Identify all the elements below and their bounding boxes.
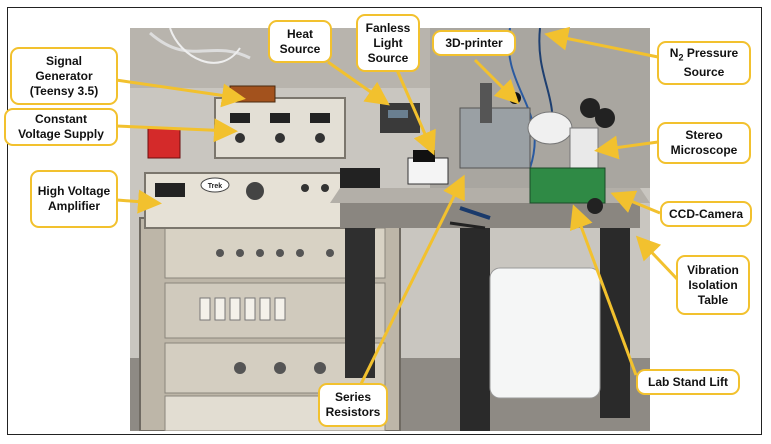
label-stereo-microscope: Stereo Microscope xyxy=(657,122,751,164)
label-series-resistors: Series Resistors xyxy=(318,383,388,427)
n2-subscript: 2 xyxy=(678,52,684,63)
label-signal-generator: Signal Generator (Teensy 3.5) xyxy=(10,47,118,105)
lab-setup-photo: Trek xyxy=(130,28,650,431)
n2-prefix: N xyxy=(669,45,679,60)
label-n2-pressure-source: N2 Pressure Source xyxy=(657,41,751,85)
n2-rest: Pressure Source xyxy=(683,45,739,80)
label-high-voltage-amplifier: High Voltage Amplifier xyxy=(30,170,118,228)
label-vibration-isolation-table: Vibration Isolation Table xyxy=(676,255,750,315)
trek-logo-text: Trek xyxy=(208,183,223,190)
label-fanless-light-source: Fanless Light Source xyxy=(356,14,420,72)
label-lab-stand-lift: Lab Stand Lift xyxy=(636,369,740,395)
n2-label-text: N2 Pressure Source xyxy=(670,46,738,80)
label-3d-printer: 3D-printer xyxy=(432,30,516,56)
label-constant-voltage-supply: Constant Voltage Supply xyxy=(4,108,118,146)
label-ccd-camera: CCD-Camera xyxy=(660,201,752,227)
label-heat-source: Heat Source xyxy=(268,20,332,63)
